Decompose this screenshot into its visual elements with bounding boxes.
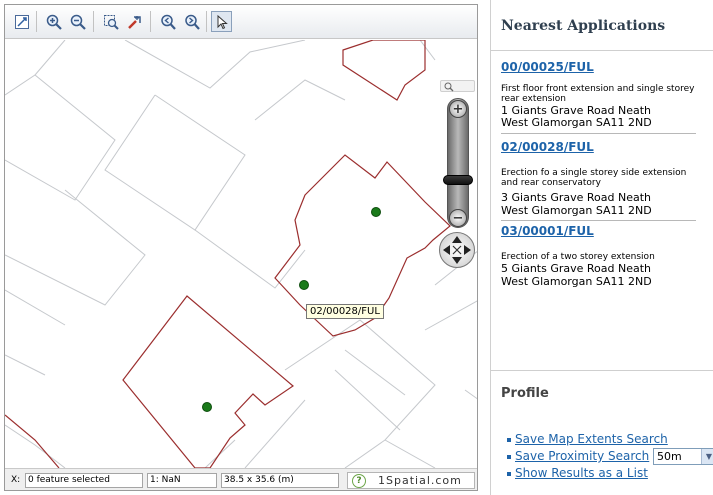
radius-value: 50m xyxy=(657,450,682,463)
zoom-in-icon[interactable] xyxy=(43,11,64,32)
proximity-radius-select[interactable]: 50m ▼ xyxy=(653,448,713,465)
application-link[interactable]: 03/00001/FUL xyxy=(501,224,594,238)
pan-arrows-icon[interactable] xyxy=(439,232,475,268)
save-map-extents-link[interactable]: Save Map Extents Search xyxy=(515,432,668,446)
base-parcels xyxy=(5,40,477,468)
nearest-applications-title: Nearest Applications xyxy=(501,18,666,34)
map-panel: + − 02/00028/FUL X: 0 feature selected 1… xyxy=(4,4,478,491)
magnifier-icon[interactable] xyxy=(440,80,475,92)
scale-status: 1: NaN xyxy=(147,473,217,488)
map-toolbar xyxy=(5,5,477,39)
zoom-out-icon[interactable]: − xyxy=(449,209,467,227)
application-address: West Glamorgan SA11 2ND xyxy=(501,116,652,129)
application-description: First floor front extension and single s… xyxy=(501,84,695,104)
application-address: West Glamorgan SA11 2ND xyxy=(501,275,652,288)
application-address: West Glamorgan SA11 2ND xyxy=(501,204,652,217)
profile-title: Profile xyxy=(501,386,549,401)
application-marker[interactable] xyxy=(202,402,212,412)
brand-logo: ? 1Spatial.com xyxy=(347,472,475,489)
zoom-in-icon[interactable]: + xyxy=(449,100,467,118)
application-marker[interactable] xyxy=(371,207,381,217)
application-description: Erection of a two storey extension xyxy=(501,252,655,262)
zoom-extent-icon[interactable] xyxy=(11,11,32,32)
results-panel: Nearest Applications 00/00025/FUL First … xyxy=(490,0,713,495)
chevron-down-icon[interactable]: ▼ xyxy=(701,449,713,464)
status-bar: X: 0 feature selected 1: NaN 38.5 x 35.6… xyxy=(5,468,477,490)
application-address: 5 Giants Grave Road Neath xyxy=(501,262,652,275)
map-canvas[interactable]: + − 02/00028/FUL xyxy=(5,40,477,468)
extent-status: 38.5 x 35.6 (m) xyxy=(221,473,339,488)
zoom-slider[interactable]: + − xyxy=(443,98,473,228)
save-proximity-link[interactable]: Save Proximity Search xyxy=(515,449,650,463)
zoom-slider-handle[interactable] xyxy=(443,175,473,185)
application-link[interactable]: 00/00025/FUL xyxy=(501,60,594,74)
zoom-next-icon[interactable] xyxy=(181,11,202,32)
pan-add-icon[interactable] xyxy=(124,11,145,32)
application-link[interactable]: 02/00028/FUL xyxy=(501,140,594,154)
select-pointer-icon[interactable] xyxy=(211,11,232,32)
application-description: Erection fo a single storey side extensi… xyxy=(501,168,687,188)
zoom-control: + − xyxy=(436,80,476,268)
map-drawing xyxy=(5,40,477,468)
brand-text: 1Spatial.com xyxy=(378,474,462,487)
map-tooltip: 02/00028/FUL xyxy=(306,304,384,319)
application-address: 1 Giants Grave Road Neath xyxy=(501,104,652,117)
application-marker[interactable] xyxy=(299,280,309,290)
bullet-icon xyxy=(507,455,511,459)
application-boundaries xyxy=(5,40,451,468)
x-label: X: xyxy=(11,475,21,485)
zoom-box-icon[interactable] xyxy=(100,11,121,32)
zoom-previous-icon[interactable] xyxy=(157,11,178,32)
brand-mark-icon: ? xyxy=(352,473,366,488)
show-results-list-link[interactable]: Show Results as a List xyxy=(515,466,648,480)
selection-status: 0 feature selected xyxy=(25,473,143,488)
application-address: 3 Giants Grave Road Neath xyxy=(501,191,652,204)
bullet-icon xyxy=(507,438,511,442)
bullet-icon xyxy=(507,472,511,476)
zoom-out-icon[interactable] xyxy=(67,11,88,32)
